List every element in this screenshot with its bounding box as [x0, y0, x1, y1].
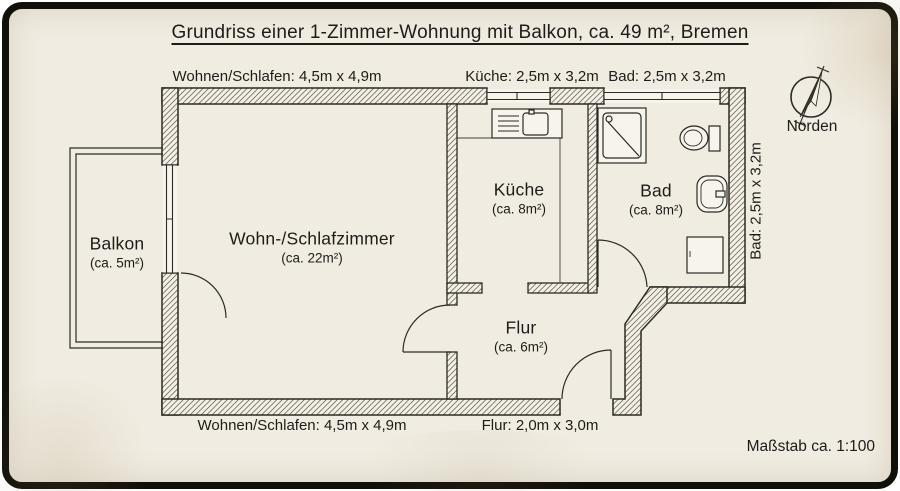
room-name: Bad — [640, 180, 672, 201]
scale-label: Maßstab ca. 1:100 — [746, 438, 875, 455]
interior-walls — [446, 103, 598, 400]
compass-label: Norden — [786, 118, 838, 135]
windows — [163, 89, 721, 274]
kitchen-sink-icon — [491, 108, 563, 139]
room-name: Flur — [505, 317, 537, 338]
room-label-bath: Bad (ca. 8m²) — [629, 181, 683, 218]
room-label-hall: Flur (ca. 6m²) — [494, 318, 548, 355]
page-title: Grundriss einer 1-Zimmer-Wohnung mit Bal… — [171, 22, 749, 43]
washing-machine-icon — [686, 236, 724, 274]
door-arc-bath — [597, 239, 648, 288]
dim-top-bath: Bad: 2,5m x 3,2m — [608, 68, 726, 85]
door-arc-living — [402, 304, 451, 353]
dim-bottom-living: Wohnen/Schlafen: 4,5m x 4,9m — [197, 417, 407, 434]
dim-top-living: Wohnen/Schlafen: 4,5m x 4,9m — [172, 68, 382, 85]
room-name: Wohn-/Schlafzimmer — [229, 228, 395, 249]
room-area: (ca. 8m²) — [629, 202, 683, 218]
outer-walls — [161, 87, 746, 416]
room-label-balcony: Balkon (ca. 5m²) — [90, 234, 145, 271]
room-area: (ca. 8m²) — [492, 201, 546, 217]
shower-icon — [597, 107, 647, 164]
room-area: (ca. 22m²) — [281, 250, 343, 266]
room-area: (ca. 6m²) — [494, 339, 548, 355]
room-name: Küche — [493, 179, 545, 200]
compass-icon — [790, 65, 832, 127]
balcony-outline — [69, 147, 163, 349]
door-arc-balcony — [180, 272, 227, 319]
dim-bottom-hall: Flur: 2,0m x 3,0m — [481, 417, 599, 434]
toilet-icon — [679, 125, 721, 152]
dim-right-bath: Bad: 2,5m x 3,2m — [747, 142, 765, 260]
room-label-kitchen: Küche (ca. 8m²) — [492, 180, 546, 217]
room-area: (ca. 5m²) — [90, 255, 144, 271]
dim-top-kitchen: Küche: 2,5m x 3,2m — [465, 68, 599, 85]
doors — [180, 239, 648, 400]
door-arc-entrance — [561, 349, 612, 400]
room-label-living: Wohn-/Schlafzimmer (ca. 22m²) — [229, 229, 395, 266]
room-name: Balkon — [89, 233, 145, 254]
washbasin-icon — [696, 175, 728, 213]
